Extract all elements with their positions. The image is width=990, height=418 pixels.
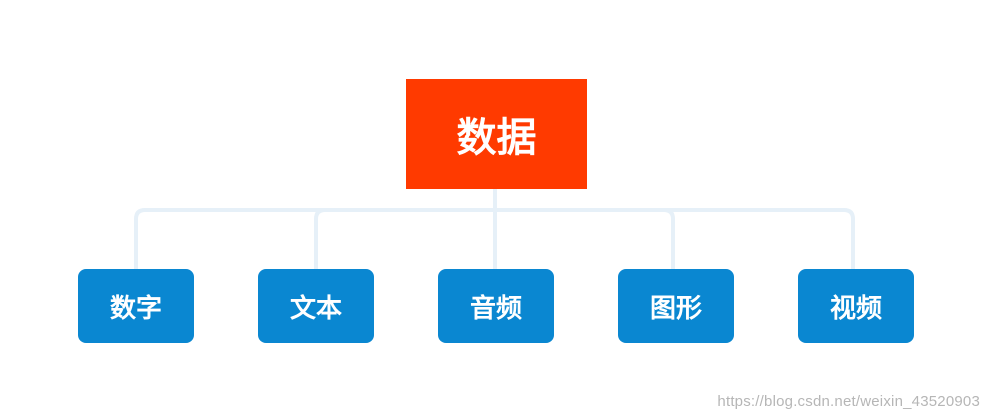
child-node-label: 视频 [829,293,882,324]
child-node-label: 数字 [109,293,162,324]
child-node-graphics: 图形 [618,269,734,343]
child-node-audio: 音频 [438,269,554,343]
child-node-text: 文本 [258,269,374,343]
child-node-video: 视频 [798,269,914,343]
connector-branch-3 [663,208,675,270]
child-node-digits: 数字 [78,269,194,343]
child-node-label: 图形 [649,293,702,324]
child-node-label: 音频 [469,293,522,324]
root-node-label: 数据 [456,115,537,161]
child-node-label: 文本 [289,293,342,324]
root-node: 数据 [406,79,587,189]
connector-branch-1 [314,208,326,270]
watermark-text: https://blog.csdn.net/weixin_43520903 [717,393,980,410]
